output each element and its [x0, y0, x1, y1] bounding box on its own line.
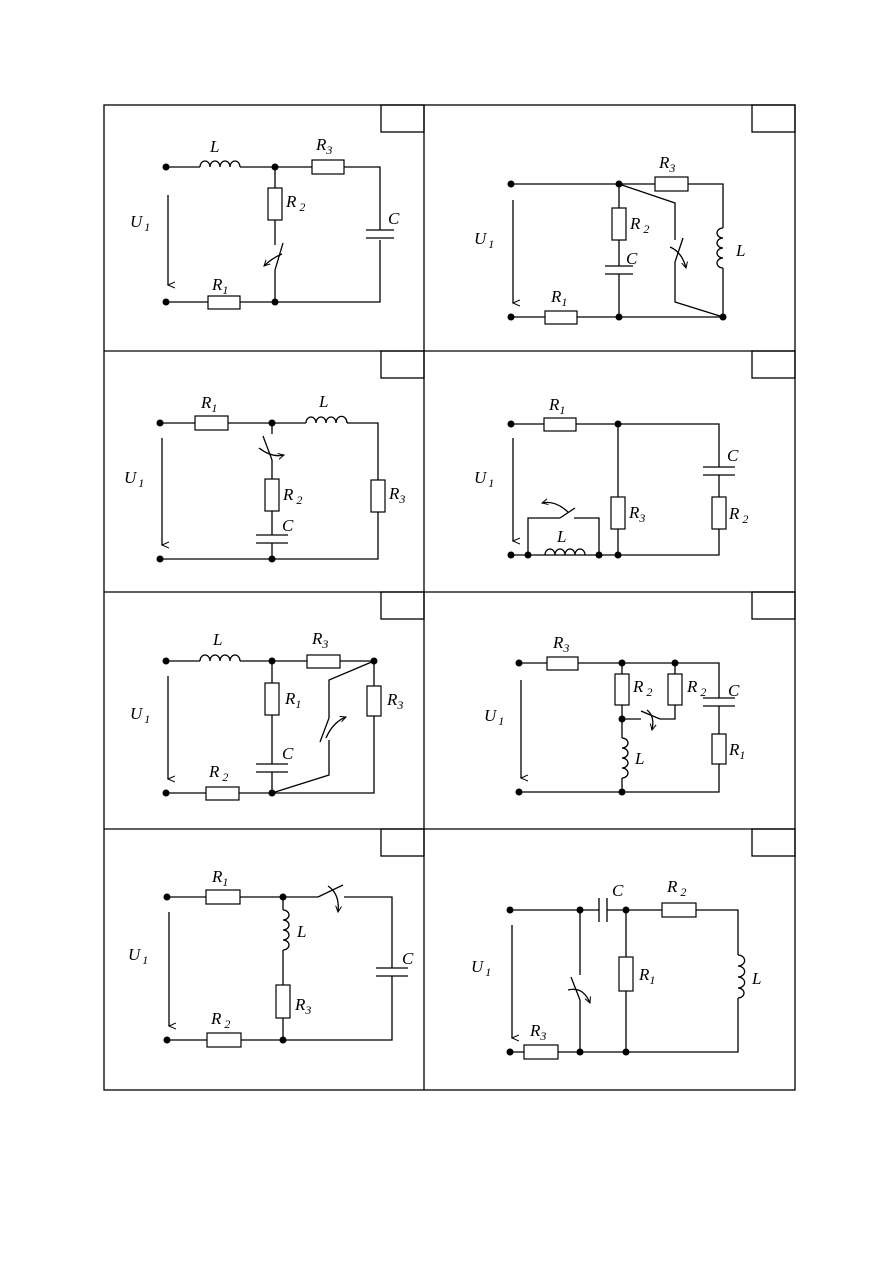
svg-text:L: L	[556, 527, 566, 546]
svg-text:R2: R2	[728, 504, 748, 526]
svg-text:R2: R2	[632, 677, 652, 699]
svg-text:L: L	[296, 922, 306, 941]
number-box	[751, 350, 796, 379]
number-box	[380, 828, 425, 857]
svg-text:L: L	[209, 137, 219, 156]
svg-text:R1: R1	[284, 689, 301, 711]
svg-text:R3: R3	[628, 503, 645, 525]
svg-text:R2: R2	[629, 214, 649, 236]
svg-text:R1: R1	[638, 965, 655, 987]
number-box	[380, 591, 425, 620]
number-box	[751, 828, 796, 857]
svg-text:R3: R3	[529, 1021, 546, 1043]
svg-text:U1: U1	[130, 704, 150, 726]
svg-text:R1: R1	[200, 393, 217, 415]
svg-text:L: L	[212, 630, 222, 649]
number-box	[751, 104, 796, 133]
svg-text:R1: R1	[550, 287, 567, 309]
svg-text:R3: R3	[386, 690, 403, 712]
svg-text:C: C	[728, 681, 740, 700]
svg-text:U1: U1	[124, 468, 144, 490]
number-box	[380, 104, 425, 133]
svg-text:R1: R1	[211, 275, 228, 297]
svg-text:R3: R3	[294, 995, 311, 1017]
svg-text:R2: R2	[210, 1009, 230, 1031]
svg-text:R3: R3	[388, 484, 405, 506]
svg-text:C: C	[388, 209, 400, 228]
svg-text:R3: R3	[552, 633, 569, 655]
svg-text:C: C	[612, 881, 624, 900]
svg-text:U1: U1	[474, 468, 494, 490]
svg-text:R3: R3	[311, 629, 328, 651]
svg-text:U1: U1	[471, 957, 491, 979]
svg-text:R3: R3	[315, 135, 332, 157]
table-grid	[103, 104, 796, 1091]
svg-text:C: C	[282, 744, 294, 763]
svg-text:U1: U1	[484, 706, 504, 728]
svg-text:R2: R2	[285, 192, 305, 214]
svg-text:C: C	[402, 949, 414, 968]
svg-text:U1: U1	[128, 945, 148, 967]
svg-text:R2: R2	[208, 762, 228, 784]
svg-text:U1: U1	[130, 212, 150, 234]
svg-text:R2: R2	[686, 677, 706, 699]
svg-text:L: L	[318, 392, 328, 411]
svg-text:L: L	[751, 969, 761, 988]
svg-text:R2: R2	[666, 877, 686, 899]
svg-text:U1: U1	[474, 229, 494, 251]
svg-text:R3: R3	[658, 153, 675, 175]
svg-text:C: C	[727, 446, 739, 465]
svg-text:R1: R1	[728, 740, 745, 762]
svg-text:L: L	[634, 749, 644, 768]
svg-text:R1: R1	[211, 867, 228, 889]
svg-text:R2: R2	[282, 485, 302, 507]
svg-text:C: C	[626, 249, 638, 268]
svg-text:C: C	[282, 516, 294, 535]
svg-text:R1: R1	[548, 395, 565, 417]
number-box	[751, 591, 796, 620]
svg-text:L: L	[735, 241, 745, 260]
number-box	[380, 350, 425, 379]
